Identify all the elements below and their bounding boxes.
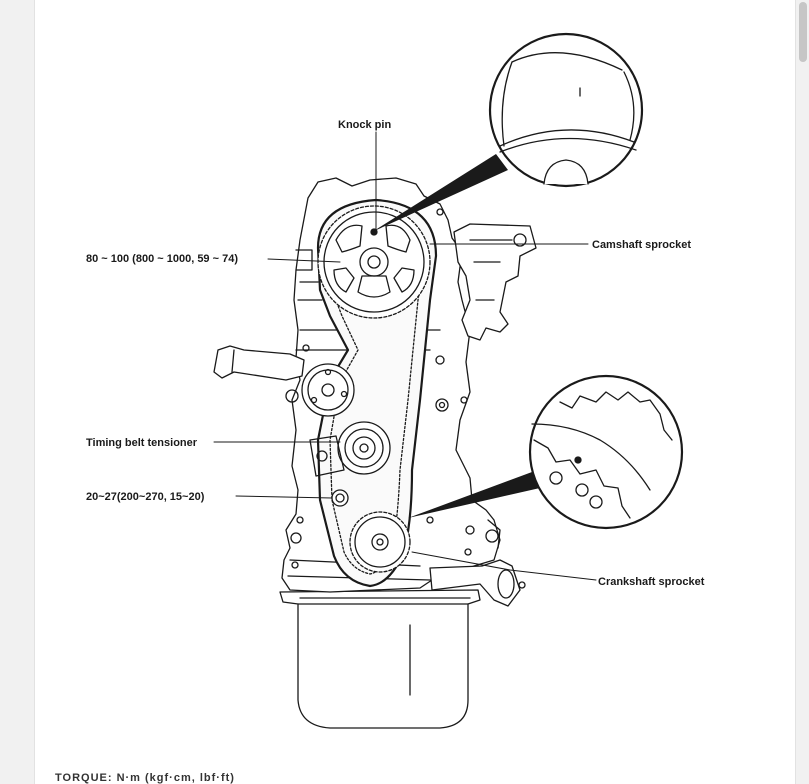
label-crankshaft-sprocket: Crankshaft sprocket (598, 576, 705, 588)
tensioner-bolt (331, 489, 349, 507)
scrollbar-thumb[interactable] (799, 2, 807, 62)
label-knock-pin: Knock pin (338, 119, 391, 131)
timing-belt-tensioner (309, 421, 391, 477)
crankshaft-sprocket (349, 511, 411, 573)
oil-pan (279, 589, 481, 729)
intake-manifold (453, 223, 537, 341)
label-torque-camshaft: 80 ~ 100 (800 ~ 1000, 59 ~ 74) (86, 253, 238, 265)
knock-pin-detail (372, 32, 644, 232)
water-pump-pulley (301, 363, 355, 417)
footer-caption: TORQUE: N·m (kgf·cm, lbf·ft) (55, 772, 235, 784)
camshaft-sprocket (317, 205, 431, 319)
leader-lines (213, 131, 597, 581)
crankshaft-sprocket-detail (408, 374, 684, 530)
crank-pulley-shaft (429, 519, 526, 607)
label-torque-tensioner: 20~27(200~270, 15~20) (86, 491, 205, 503)
label-timing-belt-tensioner: Timing belt tensioner (86, 437, 198, 449)
water-pipe (213, 345, 305, 403)
label-camshaft-sprocket: Camshaft sprocket (592, 239, 691, 251)
scrollbar[interactable] (797, 0, 809, 784)
